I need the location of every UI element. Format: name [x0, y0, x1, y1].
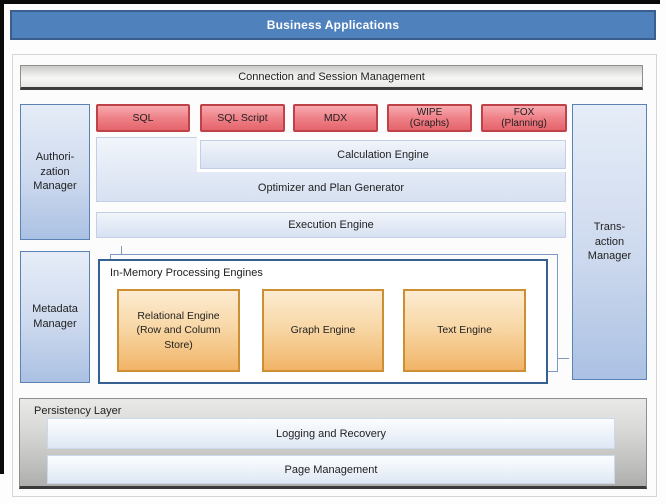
transaction-manager-label: Trans- action Manager: [587, 220, 632, 263]
in-memory-processing-engines-title: In-Memory Processing Engines: [110, 267, 263, 279]
authorization-manager-label: Authori- zation Manager: [33, 150, 77, 193]
processor-sql-script-box: SQL Script: [200, 104, 285, 132]
in-memory-processing-engines-box: In-Memory Processing Engines Relational …: [98, 259, 548, 384]
optimizer-plan-generator-label: Optimizer and Plan Generator: [257, 182, 405, 194]
frame-top-border: [0, 0, 660, 4]
business-applications-label: Business Applications: [266, 18, 400, 32]
processor-mdx-box: MDX: [293, 104, 378, 132]
processor-sql-box: SQL: [96, 104, 190, 132]
text-engine-box: Text Engine: [403, 289, 526, 372]
processor-sql-script-label: SQL Script: [217, 111, 268, 124]
authorization-manager-box: Authori- zation Manager: [20, 104, 90, 240]
business-applications-bar: Business Applications: [10, 10, 656, 40]
processor-fox-planning-box: FOX (Planning): [481, 104, 567, 132]
execution-engine-bar: Execution Engine: [96, 212, 566, 238]
page-management-label: Page Management: [284, 463, 378, 476]
page-management-bar: Page Management: [47, 455, 615, 484]
calculation-engine-bar: Calculation Engine: [200, 140, 566, 169]
graph-engine-label: Graph Engine: [290, 324, 356, 337]
frame-left-border: [0, 0, 4, 474]
text-engine-label: Text Engine: [437, 324, 492, 337]
logging-and-recovery-label: Logging and Recovery: [275, 427, 387, 440]
transaction-manager-box: Trans- action Manager: [572, 104, 647, 380]
relational-engine-label: Relational Engine (Row and Column Store): [136, 310, 221, 351]
connection-session-management-bar: Connection and Session Management: [20, 65, 643, 90]
connector-tick-side: [558, 358, 569, 359]
processor-wipe-graphs-label: WIPE (Graphs): [409, 106, 450, 130]
processor-fox-planning-label: FOX (Planning): [501, 106, 547, 130]
connector-tick-top: [121, 246, 122, 255]
metadata-manager-label: Metadata Manager: [32, 303, 78, 330]
metadata-manager-box: Metadata Manager: [20, 251, 90, 383]
processor-mdx-label: MDX: [323, 111, 348, 124]
processor-sql-label: SQL: [132, 111, 154, 124]
graph-engine-box: Graph Engine: [262, 289, 384, 372]
relational-engine-box: Relational Engine (Row and Column Store): [117, 289, 240, 372]
processor-wipe-graphs-box: WIPE (Graphs): [387, 104, 472, 132]
execution-engine-label: Execution Engine: [288, 219, 374, 231]
calculation-engine-label: Calculation Engine: [337, 148, 429, 161]
persistency-layer-title: Persistency Layer: [34, 405, 122, 417]
connection-session-management-label: Connection and Session Management: [238, 70, 425, 83]
persistency-layer-box: Persistency Layer Logging and Recovery P…: [19, 398, 647, 489]
logging-and-recovery-bar: Logging and Recovery: [47, 418, 615, 449]
